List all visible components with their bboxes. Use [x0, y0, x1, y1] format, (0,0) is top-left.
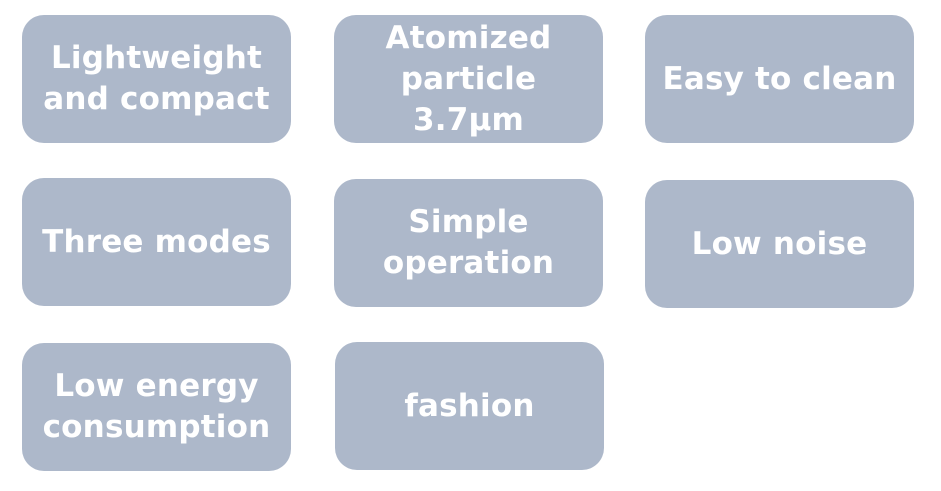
feature-label: Easy to clean [662, 60, 897, 97]
feature-tile-lightweight: Lightweight and compact [22, 15, 291, 143]
feature-label: Low energy consumption [42, 368, 271, 445]
feature-label: Atomized particle 3.7μm [385, 19, 552, 138]
feature-tile-three-modes: Three modes [22, 178, 291, 306]
feature-label: Lightweight and compact [43, 40, 270, 117]
feature-tile-low-noise: Low noise [645, 180, 914, 308]
feature-tile-easy-to-clean: Easy to clean [645, 15, 914, 143]
feature-tile-atomized-particle: Atomized particle 3.7μm [334, 15, 603, 143]
feature-tile-simple-operation: Simple operation [334, 179, 603, 307]
feature-tile-low-energy: Low energy consumption [22, 343, 291, 471]
feature-label: Low noise [691, 225, 868, 262]
feature-label: Simple operation [382, 204, 555, 281]
feature-label: fashion [404, 387, 535, 424]
feature-tile-fashion: fashion [335, 342, 604, 470]
feature-label: Three modes [42, 223, 271, 260]
